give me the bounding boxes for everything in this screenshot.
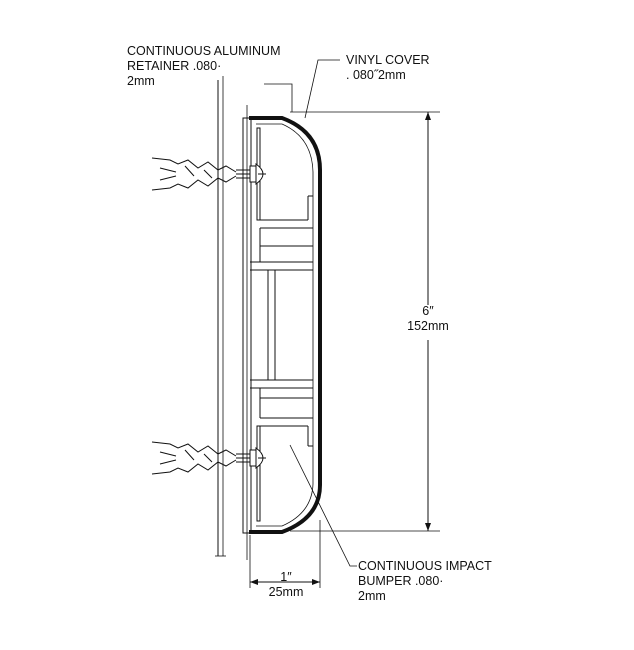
top-anchor bbox=[151, 157, 250, 191]
wall bbox=[215, 76, 226, 557]
vinyl-leader bbox=[304, 59, 340, 119]
depth-dimension-label: 1″ 25mm bbox=[256, 570, 316, 600]
bumper-callout-line2: BUMPER .080· bbox=[358, 574, 444, 588]
vinyl-callout-line2: . 080˝2mm bbox=[346, 68, 406, 82]
vinyl-callout-line1: VINYL COVER bbox=[346, 53, 430, 67]
vinyl-cover bbox=[249, 116, 322, 534]
depth-imperial: 1″ bbox=[280, 570, 292, 584]
retainer-callout: CONTINUOUS ALUMINUM RETAINER .080· 2mm bbox=[127, 44, 280, 89]
bottom-screw-icon bbox=[249, 447, 266, 469]
top-screw-icon bbox=[249, 163, 266, 185]
depth-metric: 25mm bbox=[268, 585, 304, 599]
vinyl-callout: VINYL COVER . 080˝2mm bbox=[346, 53, 430, 83]
height-dimension-label: 6″ 152mm bbox=[392, 304, 464, 334]
retainer-structure bbox=[250, 127, 313, 522]
bumper-callout-line3: 2mm bbox=[358, 589, 386, 603]
depth-dimension bbox=[249, 520, 321, 588]
retainer-leader bbox=[264, 83, 293, 112]
bumper-callout: CONTINUOUS IMPACT BUMPER .080· 2mm bbox=[358, 559, 492, 604]
bumper-leader bbox=[289, 444, 357, 567]
bottom-anchor bbox=[151, 441, 250, 475]
height-metric: 152mm bbox=[407, 319, 449, 333]
bumper-callout-line1: CONTINUOUS IMPACT bbox=[358, 559, 492, 573]
height-imperial: 6″ bbox=[422, 304, 434, 318]
retainer-callout-line3: 2mm bbox=[127, 74, 155, 88]
retainer-callout-line1: CONTINUOUS ALUMINUM bbox=[127, 44, 281, 58]
retainer-callout-line2: RETAINER .080· bbox=[127, 59, 222, 73]
height-dimension bbox=[290, 111, 440, 532]
